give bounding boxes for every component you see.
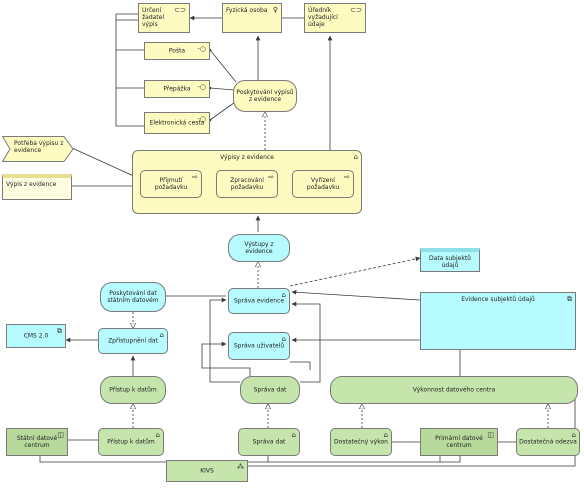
component-evidence-subjektu[interactable]: Evidence subjektů údajů ⧉ — [420, 292, 576, 350]
role-icon: ⊂⊃ — [174, 6, 186, 14]
data-object-subjektu[interactable]: Data subjektů údajů — [420, 248, 480, 272]
node-label: Přístup k datům — [107, 438, 155, 446]
interface-prepazka[interactable]: Přepážka -○ — [144, 80, 210, 98]
node-label: Poskytování výpisů z evidence — [236, 89, 294, 103]
component-cms[interactable]: CMS 2.0 ⧉ — [6, 324, 66, 348]
node-icon: ◫ — [487, 431, 494, 439]
function-pristup-k-datum[interactable]: Přístup k datům ⌂ — [98, 428, 164, 456]
node-label: Výpis z evidence — [6, 181, 57, 188]
function-sprava-evidence[interactable]: Správa evidence ⌂ — [228, 288, 290, 314]
node-primarni-datove-centrum[interactable]: Primární datové centrum ◫ — [420, 428, 498, 456]
node-label: Výpisy z evidence — [220, 154, 274, 161]
node-label: Zpracování požadavku — [230, 177, 264, 191]
node-label: Přístup k datům — [109, 386, 157, 394]
node-label: Elektronická cesta — [149, 119, 205, 127]
node-label: Přepážka — [163, 85, 191, 93]
function-zpristupneni[interactable]: Zpřístupnění dat ⌂ — [98, 328, 168, 354]
node-label: Výstupy z evidence — [244, 241, 274, 255]
actor-icon: ♀ — [272, 6, 278, 14]
function-icon: ⌂ — [291, 431, 296, 439]
node-label: Primární datové centrum — [435, 435, 483, 449]
node-label: Poskytování dat státním datovém — [107, 290, 159, 304]
node-label: Zpřístupnění dat — [108, 337, 158, 345]
function-icon: ⌂ — [571, 431, 576, 439]
service-sprava-dat[interactable]: Správa dat — [240, 376, 300, 404]
function-icon: ⌂ — [281, 291, 286, 299]
node-label: Dostatečný výkon — [334, 438, 388, 446]
interface-posta[interactable]: Pošta -○ — [144, 42, 210, 60]
function-sprava-uzivatelu[interactable]: Správa uživatelů ⌂ — [228, 332, 290, 360]
node-label: Pošta — [168, 47, 186, 55]
role-oznaceni-zadatel[interactable]: Určení žadatel výpis ⊂⊃ — [138, 3, 190, 33]
node-label: KIVS — [200, 467, 214, 475]
node-label: Fyzická osoba — [226, 7, 268, 14]
node-label: Správa dat — [252, 438, 286, 446]
role-uredni-vyzadujici[interactable]: Úředník vyžadující údaje ⊂⊃ — [304, 3, 366, 33]
node-label: CMS 2.0 — [23, 332, 49, 340]
node-label: Úředník vyžadující údaje — [308, 7, 338, 28]
component-icon: ⧉ — [57, 327, 62, 335]
node-label: Dostatečná odezva — [519, 438, 577, 446]
node-label: Data subjektů údajů — [429, 254, 471, 269]
function-dostatecna-odezva[interactable]: Dostatečná odezva ⌂ — [516, 428, 580, 456]
process-zpracovani[interactable]: Zpracování požadavku ⇨ — [216, 170, 278, 198]
service-vykonnost-centra[interactable]: Výkonnost datového centra — [330, 376, 578, 404]
service-vystupy[interactable]: Výstupy z evidence — [228, 234, 290, 262]
node-label: Přijmutí požadavku — [154, 177, 188, 191]
service-pristup-k-datum[interactable]: Přístup k datům — [100, 376, 166, 404]
process-icon: ⇨ — [344, 173, 350, 181]
node-label: Výkonnost datového centra — [412, 386, 496, 394]
role-icon: ⊂⊃ — [350, 6, 362, 14]
function-icon: ⌂ — [155, 431, 160, 439]
process-icon: ⇨ — [192, 173, 198, 181]
actor-fyzicka-osoba[interactable]: Fyzická osoba ♀ — [222, 3, 282, 33]
function-icon: ⌂ — [159, 331, 164, 339]
node-label: Správa evidence — [233, 297, 285, 305]
node-label: Určení žadatel výpis — [142, 7, 165, 28]
interface-elektronicka-cesta[interactable]: Elektronická cesta -○ — [144, 112, 210, 134]
process-prijmuti[interactable]: Přijmutí požadavku ⇨ — [140, 170, 202, 198]
node-label: Správa uživatelů — [233, 342, 285, 350]
service-poskytovani-dat[interactable]: Poskytování dat státním datovém — [100, 282, 166, 312]
event-potreba-vypisu[interactable] — [2, 136, 74, 162]
data-object-vypis[interactable]: Výpis z evidence — [2, 174, 72, 200]
service-poskytovani-vypisu[interactable]: Poskytování výpisů z evidence — [233, 80, 297, 112]
node-label: Evidence subjektů údajů — [461, 296, 535, 303]
network-kivs[interactable]: KIVS ⁂ — [166, 460, 248, 482]
node-statni-datove-centrum[interactable]: Státní datové centrum ◫ — [6, 428, 68, 456]
network-icon: ⁂ — [237, 463, 244, 471]
node-icon: ◫ — [57, 431, 64, 439]
process-vyrizeni[interactable]: Vyřízení požadavku ⇨ — [292, 170, 354, 198]
process-icon: ⇨ — [268, 173, 274, 181]
event-label: Potřeba výpisu z evidence — [14, 140, 64, 154]
node-label: Správa dat — [253, 386, 287, 394]
interface-icon: -○ — [197, 115, 206, 123]
function-sprava-dat[interactable]: Správa dat ⌂ — [238, 428, 300, 456]
interface-icon: -○ — [197, 45, 206, 53]
component-icon: ⧉ — [567, 295, 572, 303]
node-label: Vyřízení požadavku — [306, 177, 340, 191]
interface-icon: -○ — [197, 83, 206, 91]
function-icon: ⌂ — [383, 431, 388, 439]
node-label: Státní datové centrum — [16, 435, 58, 449]
function-dostatecny-vykon[interactable]: Dostatečný výkon ⌂ — [330, 428, 392, 456]
function-icon: ⌂ — [353, 153, 358, 161]
function-icon: ⌂ — [281, 335, 286, 343]
